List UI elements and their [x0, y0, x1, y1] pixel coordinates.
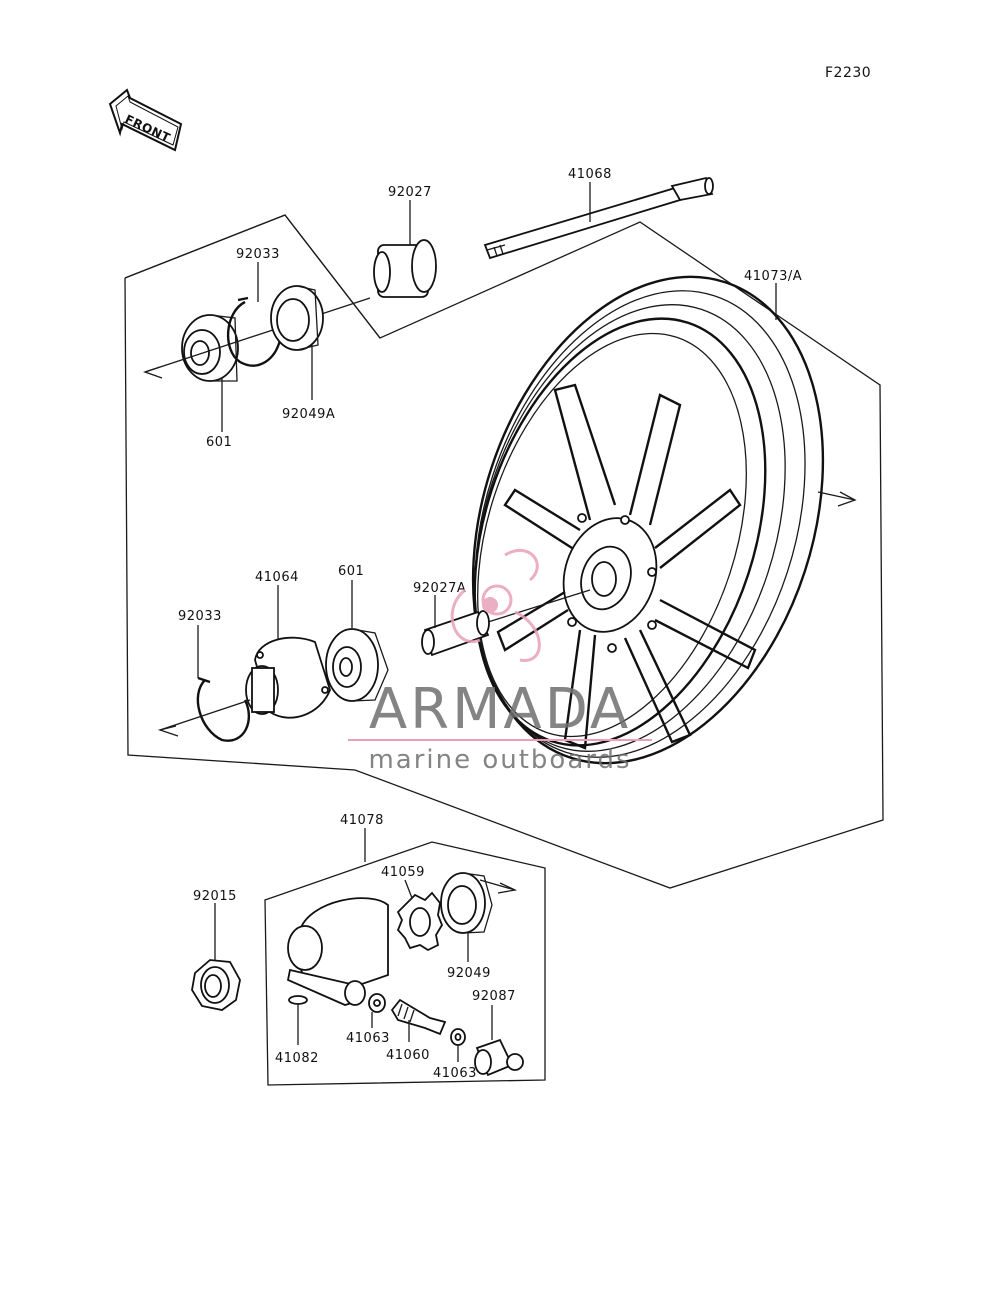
oil-seal-right-part	[270, 285, 324, 351]
pin-part	[288, 995, 308, 1005]
bearing-lower-part	[325, 628, 389, 702]
oil-seal-left-part	[440, 872, 493, 934]
snap-ring-lower-part	[196, 676, 250, 742]
snap-ring-upper-part	[227, 296, 282, 367]
watermark-tagline: marine outboards	[368, 745, 631, 775]
axle-part	[483, 176, 714, 260]
label-92049a: 92049A	[282, 407, 335, 422]
watermark-brand: ARMADA	[369, 677, 631, 742]
armada-logo: ARMADA marine outboards	[348, 548, 652, 775]
washer-right-part	[450, 1028, 466, 1046]
label-92033-upper: 92033	[236, 247, 280, 262]
worm-shaft-part	[390, 998, 447, 1036]
label-41059: 41059	[381, 865, 425, 880]
front-arrow-icon: FRONT	[108, 88, 183, 152]
upper-group-outline	[124, 214, 381, 339]
bearing-upper-part	[181, 314, 239, 382]
label-41073a: 41073/A	[744, 269, 802, 284]
wheel-part	[471, 275, 825, 765]
label-41060: 41060	[386, 1048, 430, 1063]
label-92027: 92027	[388, 185, 432, 200]
label-41078: 41078	[340, 813, 384, 828]
collar-right-part	[373, 239, 437, 298]
label-92015: 92015	[193, 889, 237, 904]
label-41082: 41082	[275, 1051, 319, 1066]
axle-nut-part	[191, 959, 241, 1011]
meter-gear-box-outline	[264, 841, 546, 1086]
label-92087: 92087	[472, 989, 516, 1004]
bushing-part	[474, 1038, 524, 1077]
direction-arrow-icon	[817, 491, 857, 507]
figure-code: F2230	[825, 65, 871, 81]
gear-housing-plate-part	[245, 636, 331, 719]
anchor-logo-icon	[450, 548, 541, 662]
label-92027a: 92027A	[413, 581, 466, 596]
label-41063-left: 41063	[346, 1031, 390, 1046]
label-41063-right: 41063	[433, 1066, 477, 1081]
washer-left-part	[368, 993, 386, 1013]
label-601-upper: 601	[206, 435, 232, 450]
drive-gear-part	[396, 891, 444, 952]
label-41068: 41068	[568, 167, 612, 182]
wheel-assembly-outline	[124, 214, 884, 889]
label-92049: 92049	[447, 966, 491, 981]
label-41064: 41064	[255, 570, 299, 585]
label-92033-lower: 92033	[178, 609, 222, 624]
label-601-lower: 601	[338, 564, 364, 579]
meter-gear-housing-part	[286, 897, 389, 1006]
